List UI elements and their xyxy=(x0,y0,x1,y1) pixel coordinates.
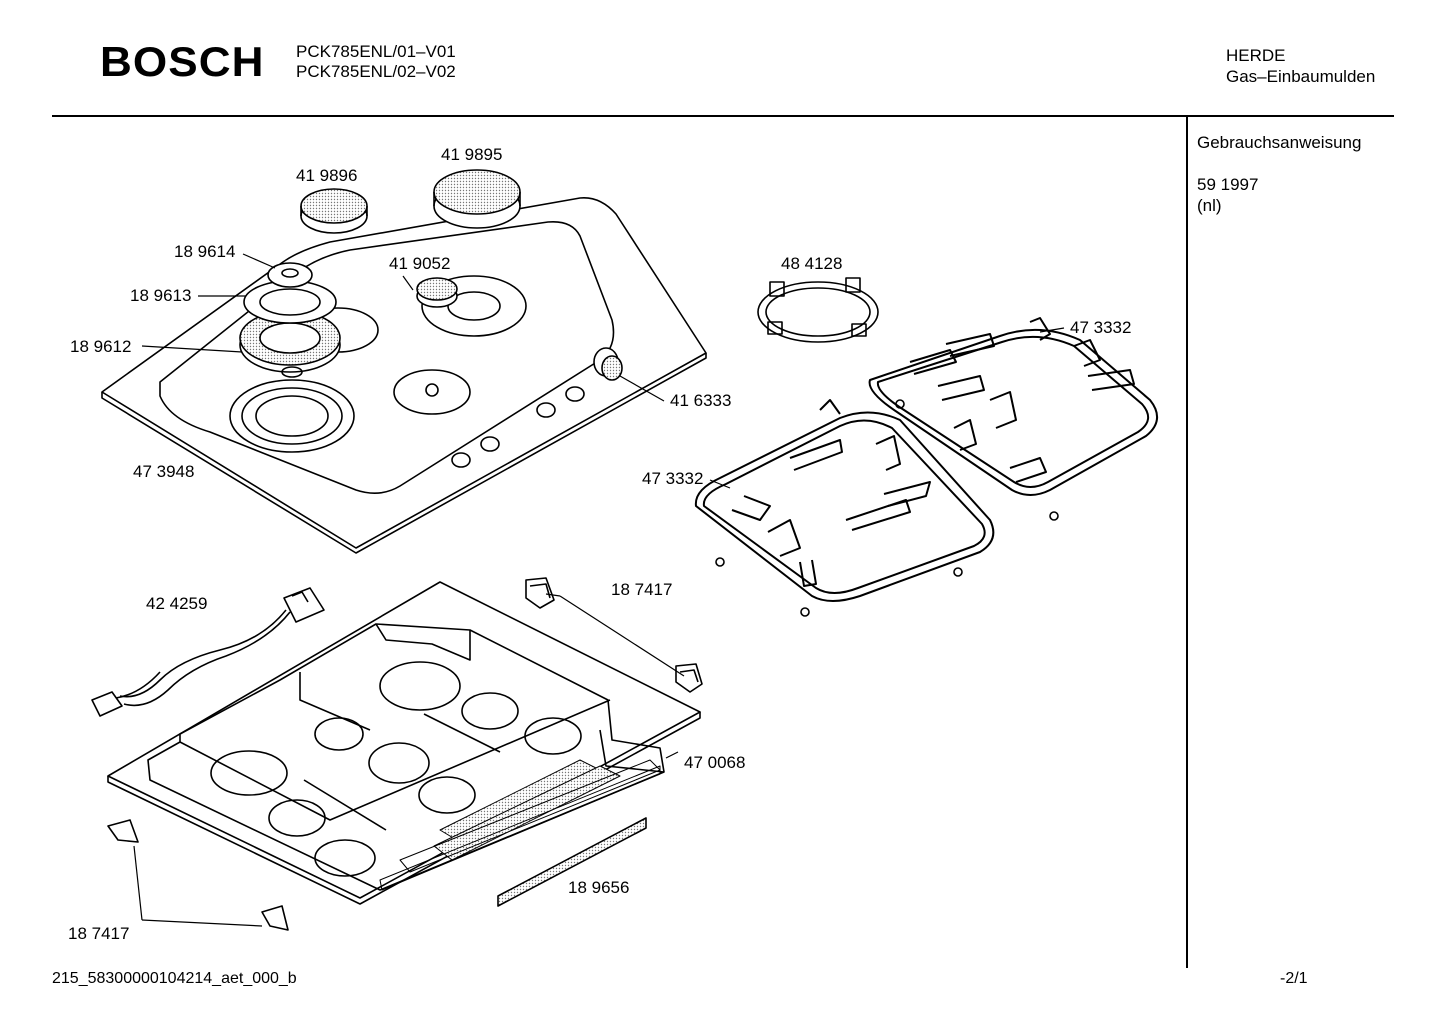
label-419896: 41 9896 xyxy=(296,166,357,185)
sidebar-doc-number: 59 1997 xyxy=(1197,175,1259,194)
plate-burner-front-left xyxy=(229,379,355,453)
sidebar-language: (nl) xyxy=(1197,196,1222,215)
label-189612: 18 9612 xyxy=(70,337,131,356)
pan-support-right xyxy=(868,317,1158,496)
label-419895: 41 9895 xyxy=(441,145,502,164)
sidebar-divider xyxy=(1186,116,1188,968)
power-cable xyxy=(91,587,325,717)
rubber-feet xyxy=(715,399,1059,617)
footer-doc-id: 215_58300000104214_aet_000_b xyxy=(52,970,297,987)
plate-burner-front-right xyxy=(393,369,471,415)
label-189613: 18 9613 xyxy=(130,286,191,305)
label-419052: 41 9052 xyxy=(389,254,450,273)
category-title: HERDE xyxy=(1226,46,1286,65)
seal-strip xyxy=(497,817,647,907)
category-subtitle: Gas–Einbaumulden xyxy=(1226,67,1376,86)
bosch-logo: BOSCH xyxy=(100,38,265,85)
footer-page-number: -2/1 xyxy=(1280,970,1308,987)
mounting-clip-3 xyxy=(107,819,139,843)
header-divider xyxy=(52,115,1394,117)
label-470068: 47 0068 xyxy=(684,753,745,772)
hob-top-plate xyxy=(101,197,707,554)
label-187417-bottom: 18 7417 xyxy=(68,924,129,943)
label-187417-top: 18 7417 xyxy=(611,580,672,599)
mounting-clip-2 xyxy=(675,663,703,693)
wok-ring xyxy=(757,277,879,343)
burner-cap-small xyxy=(416,277,458,308)
bottom-housing xyxy=(107,581,701,905)
leader-lines xyxy=(133,253,1065,927)
label-424259: 42 4259 xyxy=(146,594,207,613)
tray-sockets xyxy=(210,661,582,877)
label-473332-left: 47 3332 xyxy=(642,469,703,488)
label-189656: 18 9656 xyxy=(568,878,629,897)
control-knob xyxy=(593,347,623,381)
burner-cap-medium xyxy=(300,188,368,234)
burner-cap-large xyxy=(433,169,521,229)
model-number-2: PCK785ENL/02–V02 xyxy=(296,62,456,81)
label-473948: 47 3948 xyxy=(133,462,194,481)
label-473332-right: 47 3332 xyxy=(1070,318,1131,337)
label-416333: 41 6333 xyxy=(670,391,731,410)
sidebar-title: Gebrauchsanweisung xyxy=(1197,133,1362,152)
vent-holes xyxy=(379,759,661,891)
mounting-clip-1 xyxy=(525,577,555,609)
label-189614: 18 9614 xyxy=(174,242,235,261)
label-484128: 48 4128 xyxy=(781,254,842,273)
mounting-clip-4 xyxy=(261,905,289,931)
wok-burner-stack xyxy=(239,262,341,378)
model-number-1: PCK785ENL/01–V01 xyxy=(296,42,456,61)
pan-support-left xyxy=(694,399,995,602)
